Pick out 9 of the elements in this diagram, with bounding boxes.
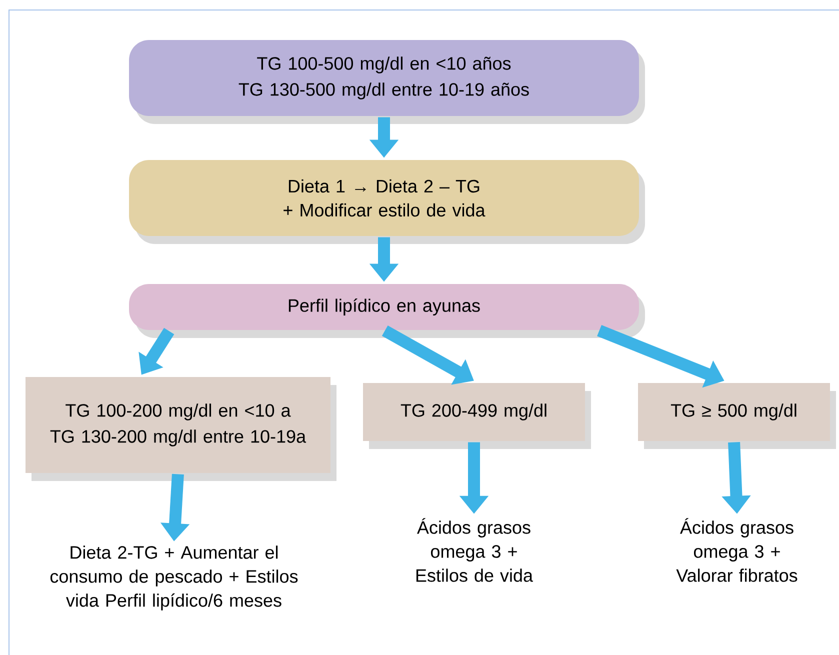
outcome-text: Ácidos grasos omega 3 + Estilos de vida bbox=[416, 518, 533, 582]
outcome-text: Ácidos grasos omega 3 + Valorar fibratos bbox=[676, 518, 798, 582]
process-box: TG 200-499 mg/dl bbox=[363, 383, 591, 449]
process-box: Dieta 1 → Dieta 2 – TG + Modificar estilo de vida bbox=[129, 160, 645, 244]
process-box: Perfil lipídico en ayunas bbox=[129, 284, 645, 338]
process-box: TG 100-500 mg/dl en <10 años TG 130-500 mg/dl entre 10-19 años bbox=[129, 40, 645, 124]
outcome-text: Dieta 2-TG + Aumentar el consumo de pescado + Estilos vida Perfil lipídico/6 meses bbox=[50, 546, 298, 610]
process-box: TG ≥ 500 mg/dl bbox=[638, 383, 836, 449]
process-box: TG 100-200 mg/dl en <10 a TG 130-200 mg/dl entre 10-19a bbox=[26, 377, 336, 481]
